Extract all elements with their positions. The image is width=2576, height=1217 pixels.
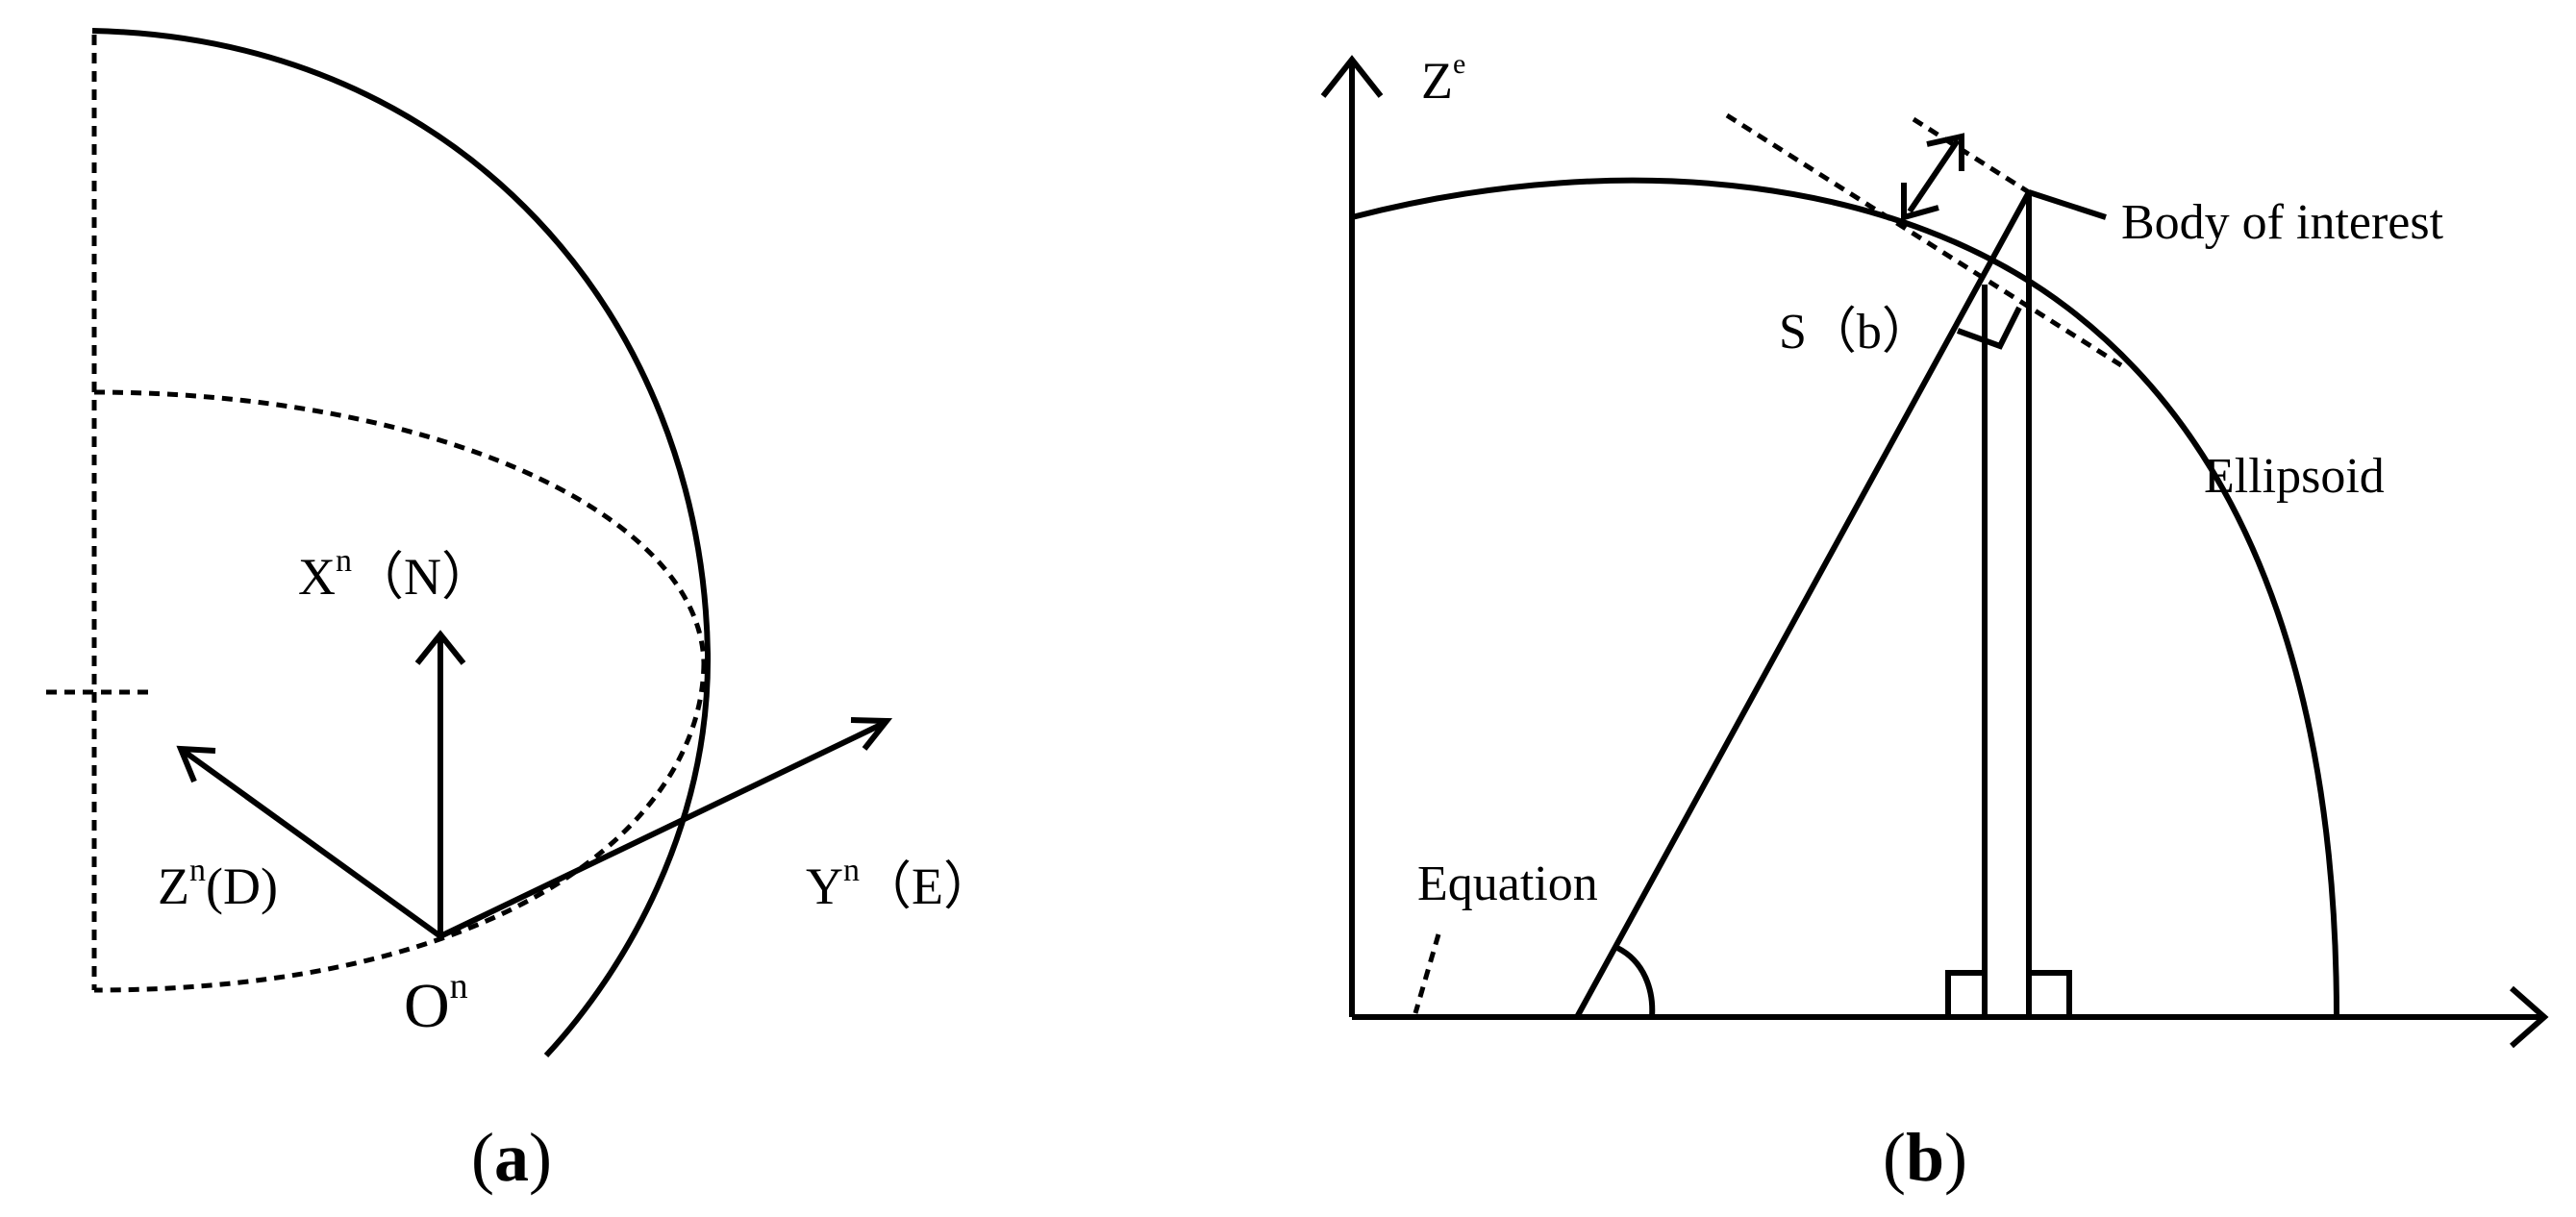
caption-panel-b: (b) [1883, 1119, 1967, 1196]
equation-dashed-pointer [1413, 933, 1441, 1014]
panel-a: Xn（N） Zn(D) Yn（E） On (a) [46, 28, 995, 1196]
axis-z-down-line [183, 749, 442, 939]
upper-dashed-line [1912, 116, 2031, 195]
right-angle-marker-surface [1956, 306, 2022, 350]
right-angle-box-right [2029, 970, 2072, 1017]
axis-horizontal-arrowhead [2510, 985, 2549, 1049]
axis-x-north-arrowhead [414, 630, 466, 665]
latitude-angle-arc [1615, 945, 1656, 1018]
sphere-outline-arc [91, 28, 712, 1058]
latitude-slant-line [1574, 190, 2032, 1019]
height-arrowhead-lower [1901, 183, 1939, 221]
label-axis-x-north: Xn（N） [298, 543, 493, 606]
height-arrowhead-upper [1926, 133, 1964, 171]
label-body-of-interest: Body of interest [2121, 195, 2444, 250]
axis-z-down-arrowhead [176, 745, 216, 783]
label-ellipsoid: Ellipsoid [2204, 449, 2385, 504]
axis-y-east-arrowhead [850, 717, 893, 751]
label-axis-y-east: Yn（E） [806, 853, 995, 915]
ellipsoid-arc [1351, 177, 2339, 1018]
label-surface-point: S（b） [1779, 305, 1932, 360]
caption-panel-a: (a) [471, 1119, 552, 1196]
tangent-dashed-line [1725, 112, 2123, 368]
label-axis-z-down: Zn(D) [158, 853, 278, 915]
dashed-ellipse-lower [93, 662, 707, 993]
label-axis-z-e: Ze [1421, 48, 1465, 110]
label-equation: Equation [1417, 857, 1598, 911]
axis-y-east-line [438, 720, 887, 939]
height-double-arrow-line [1907, 138, 1961, 213]
label-origin: On [404, 966, 468, 1041]
dashed-ellipse-upper [93, 389, 707, 664]
right-angle-box-left [1945, 970, 1985, 1017]
axis-z-e-arrowhead [1320, 55, 1384, 98]
body-leader-line [2028, 189, 2107, 220]
panel-b: Ze Body of interest S（b） Ellipsoid Equat… [1320, 48, 2549, 1196]
